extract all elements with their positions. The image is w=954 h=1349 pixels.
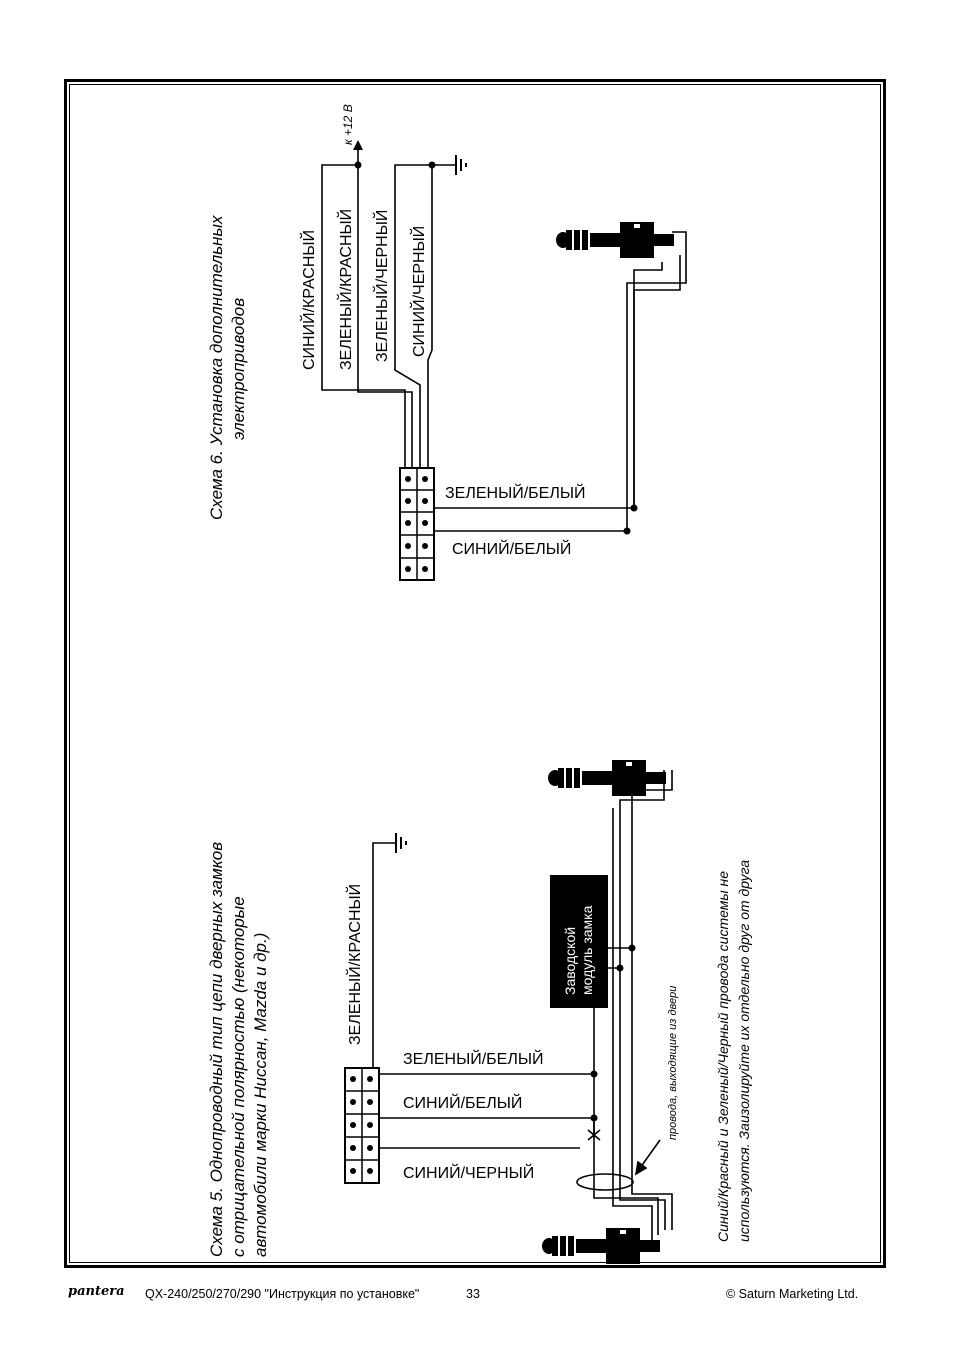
scheme6-plus12-label: к +12 В	[341, 104, 355, 145]
scheme5-label-blue-black: СИНИЙ/ЧЕРНЫЙ	[403, 1163, 534, 1182]
scheme5-title-line1: Схема 5. Однопроводный тип цепи дверных …	[207, 842, 226, 1257]
scheme5-footnote-line1: Синий/Красный и Зеленый/Черный провода с…	[715, 871, 731, 1242]
scheme6-ground-icon	[455, 154, 467, 176]
scheme6-label-green-black: ЗЕЛЕНЫЙ/ЧЕРНЫЙ	[372, 210, 391, 362]
scheme6-label-blue-red: СИНИЙ/КРАСНЫЙ	[299, 230, 318, 370]
scheme5-diagram	[344, 760, 673, 1264]
pantera-logo: pantera	[68, 1284, 125, 1299]
scheme5-label-blue-white: СИНИЙ/БЕЛЫЙ	[403, 1093, 522, 1112]
scheme6-title-line1: Схема 6. Установка дополнительных	[207, 215, 226, 520]
factory-lock-module	[550, 875, 608, 1008]
scheme5-title-line2: с отрицательной полярностью (некоторые	[229, 896, 248, 1257]
scheme5-label-green-red: ЗЕЛЕНЫЙ/КРАСНЫЙ	[345, 884, 364, 1045]
scheme5-title-line3: автомобили марки Ниссан, Mazda и др.)	[251, 933, 270, 1257]
door-wires-note: провода, выходящие из двери	[667, 986, 679, 1140]
scheme6-actuator-icon	[556, 222, 674, 258]
footer-copyright: © Saturn Marketing Ltd.	[726, 1287, 859, 1301]
scheme5-footnote-line2: используются. Заизолируйте их отдельно д…	[736, 860, 752, 1242]
scheme6-label-blue-white: СИНИЙ/БЕЛЫЙ	[452, 539, 571, 558]
footer-page-number: 33	[466, 1287, 480, 1301]
scheme5-label-green-white: ЗЕЛЕНЫЙ/БЕЛЫЙ	[403, 1049, 544, 1068]
door-wires-bundle	[576, 1173, 634, 1191]
scheme6-title-line2: электроприводов	[229, 298, 248, 440]
page-frame-inner	[69, 84, 881, 1263]
scheme6-label-blue-black: СИНИЙ/ЧЕРНЫЙ	[409, 226, 428, 357]
scheme6-diagram	[321, 140, 687, 581]
page-frame-outer	[64, 79, 886, 1268]
scheme5-actuator-bottom-icon	[542, 1228, 660, 1264]
scheme6-connector	[399, 467, 435, 581]
scheme5-ground-icon	[395, 832, 407, 854]
scheme6-label-green-red: ЗЕЛЕНЫЙ/КРАСНЫЙ	[336, 209, 355, 370]
scheme5-connector	[344, 1067, 380, 1184]
footer-doc-title: QX-240/250/270/290 "Инструкция по устано…	[145, 1287, 420, 1301]
module-label-line1: Заводской	[562, 927, 578, 995]
scheme6-label-green-white: ЗЕЛЕНЫЙ/БЕЛЫЙ	[445, 483, 586, 502]
module-label-line2: модуль замка	[579, 905, 595, 995]
